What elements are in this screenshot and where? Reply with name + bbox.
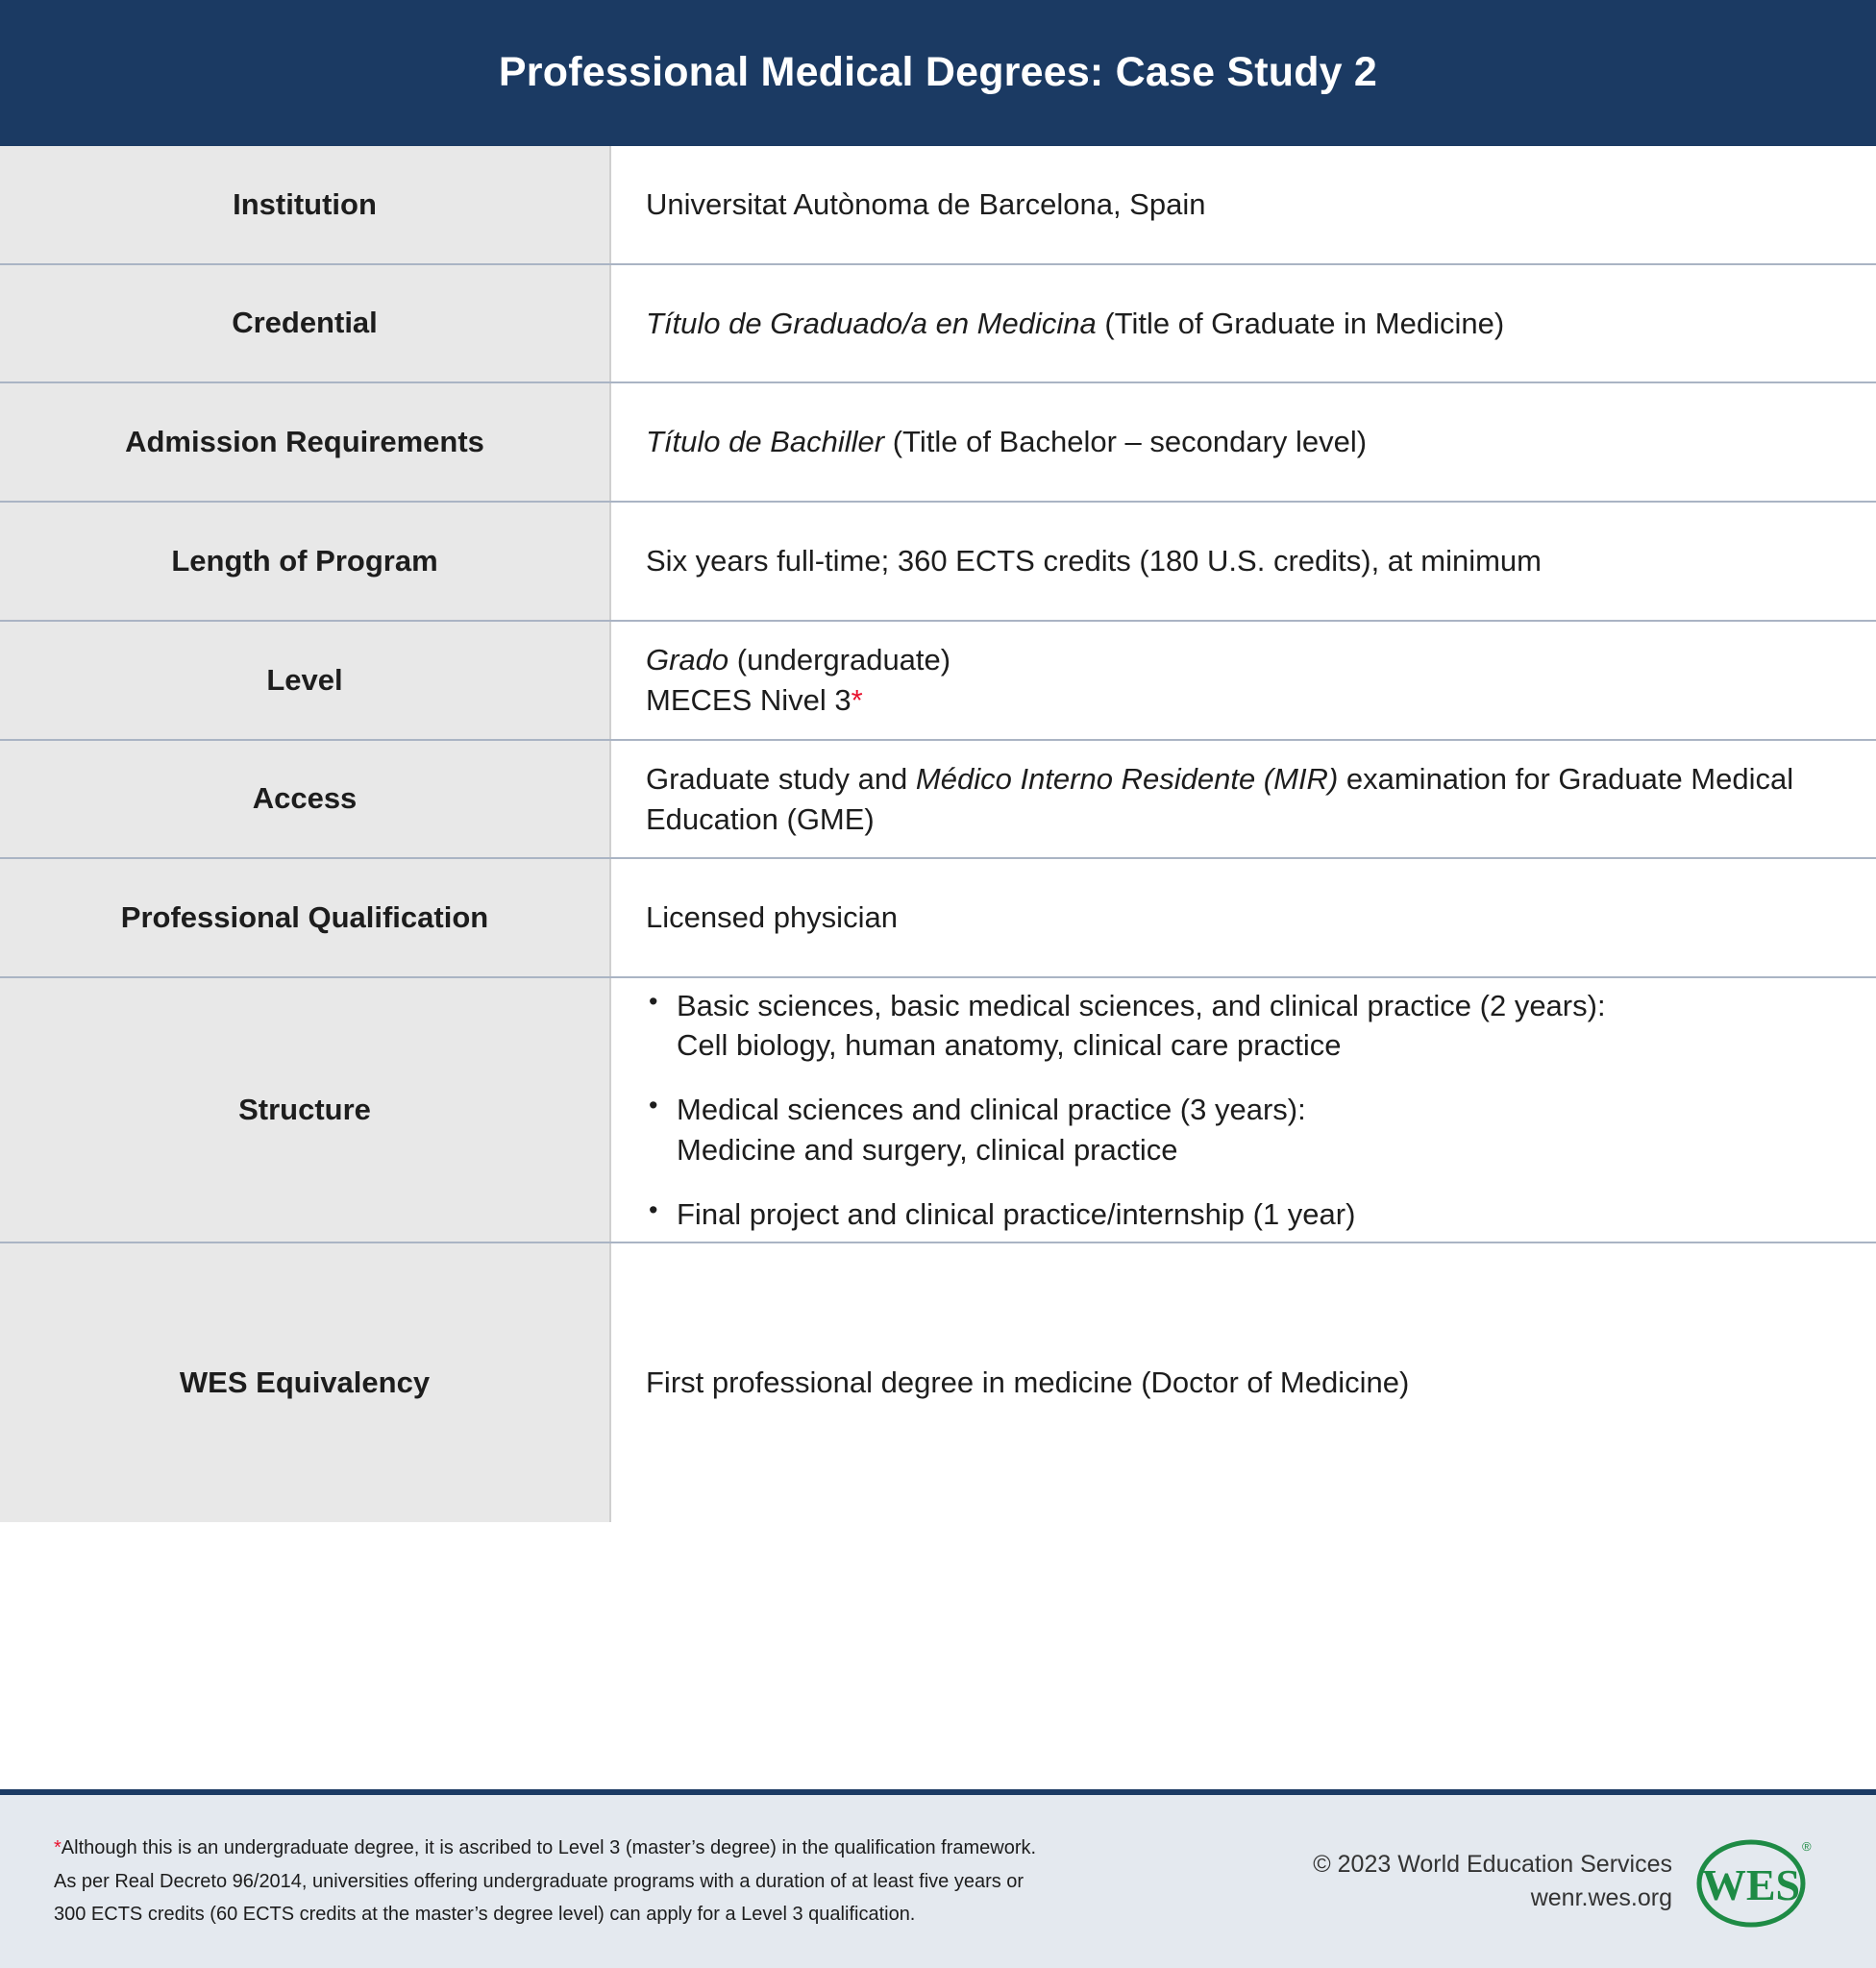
footnote-asterisk-marker: * <box>851 683 863 717</box>
footnote-asterisk: * <box>54 1837 62 1859</box>
footnote-line-2: As per Real Decreto 96/2014, universitie… <box>54 1870 1024 1892</box>
table-row: Structure Basic sciences, basic medical … <box>0 978 1876 1243</box>
label-text: Access <box>252 781 358 816</box>
page-footer: *Although this is an undergraduate degre… <box>0 1795 1876 1968</box>
footnote-line-3: 300 ECTS credits (60 ECTS credits at the… <box>54 1904 916 1926</box>
footnote-line-1: *Although this is an undergraduate degre… <box>54 1832 1130 1864</box>
list-item: Medical sciences and clinical practice (… <box>646 1089 1839 1168</box>
value-text: Título de Graduado/a en Medicina (Title … <box>646 304 1839 344</box>
wes-logo-icon: WES ® <box>1696 1839 1812 1928</box>
meces-level-text: MECES Nivel 3 <box>646 683 852 717</box>
page-header: Professional Medical Degrees: Case Study… <box>0 0 1876 146</box>
svg-text:®: ® <box>1802 1839 1812 1854</box>
table-row: WES Equivalency First professional degre… <box>0 1243 1876 1522</box>
label-text: Structure <box>238 1092 371 1126</box>
row-label-structure: Structure <box>0 978 611 1242</box>
details-table: Institution Universitat Autònoma de Barc… <box>0 146 1876 1522</box>
value-text: Licensed physician <box>646 900 898 935</box>
row-value-length-of-program: Six years full-time; 360 ECTS credits (1… <box>611 503 1876 620</box>
structure-bullet-list: Basic sciences, basic medical sciences, … <box>646 985 1839 1234</box>
value-text: First professional degree in medicine (D… <box>646 1365 1410 1400</box>
row-value-admission-requirements: Título de Bachiller (Title of Bachelor –… <box>611 383 1876 501</box>
copyright-block: © 2023 World Education Services wenr.wes… <box>1313 1848 1672 1915</box>
credential-translation: (Title of Graduate in Medicine) <box>1096 306 1505 340</box>
row-label-access: Access <box>0 741 611 857</box>
label-text: Admission Requirements <box>125 424 484 458</box>
row-value-credential: Título de Graduado/a en Medicina (Title … <box>611 265 1876 381</box>
value-line-2: MECES Nivel 3* <box>646 680 1839 721</box>
value-text: Universitat Autònoma de Barcelona, Spain <box>646 187 1206 222</box>
row-value-institution: Universitat Autònoma de Barcelona, Spain <box>611 146 1876 263</box>
label-text: Institution <box>233 186 377 221</box>
footnote-text: *Although this is an undergraduate degre… <box>54 1832 1130 1931</box>
row-label-level: Level <box>0 622 611 739</box>
label-text: Credential <box>232 306 378 340</box>
row-value-level: Grado (undergraduate) MECES Nivel 3* <box>611 622 1876 739</box>
list-item: Final project and clinical practice/inte… <box>646 1193 1839 1234</box>
page-title: Professional Medical Degrees: Case Study… <box>498 49 1378 96</box>
row-label-credential: Credential <box>0 265 611 381</box>
value-line-1: Grado (undergraduate) <box>646 640 1839 680</box>
copyright-line: © 2023 World Education Services <box>1313 1851 1672 1878</box>
table-row: Access Graduate study and Médico Interno… <box>0 741 1876 859</box>
credential-native-title: Título de Graduado/a en Medicina <box>646 306 1097 340</box>
value-text: Graduate study and Médico Interno Reside… <box>646 759 1839 840</box>
footer-branding: © 2023 World Education Services wenr.wes… <box>1313 1832 1816 1931</box>
row-label-length-of-program: Length of Program <box>0 503 611 620</box>
row-label-professional-qualification: Professional Qualification <box>0 859 611 976</box>
wes-logo: WES ® <box>1693 1832 1816 1931</box>
website-line[interactable]: wenr.wes.org <box>1530 1884 1672 1911</box>
table-row: Admission Requirements Título de Bachill… <box>0 383 1876 503</box>
svg-text:WES: WES <box>1702 1860 1800 1909</box>
access-part-3: examination for Graduate Medical Educati… <box>646 761 1794 836</box>
level-translation: (undergraduate) <box>728 643 951 677</box>
row-value-structure: Basic sciences, basic medical sciences, … <box>611 978 1876 1242</box>
footer-divider <box>0 1789 1876 1795</box>
row-label-wes-equivalency: WES Equivalency <box>0 1243 611 1522</box>
access-part-1: Graduate study and <box>646 761 916 796</box>
table-row: Credential Título de Graduado/a en Medic… <box>0 265 1876 383</box>
value-text: Título de Bachiller (Title of Bachelor –… <box>646 422 1839 462</box>
table-row: Length of Program Six years full-time; 3… <box>0 503 1876 622</box>
access-native-term: Médico Interno Residente (MIR) <box>915 761 1339 796</box>
label-text: Length of Program <box>171 543 438 578</box>
row-label-admission-requirements: Admission Requirements <box>0 383 611 501</box>
row-value-professional-qualification: Licensed physician <box>611 859 1876 976</box>
list-item: Basic sciences, basic medical sciences, … <box>646 985 1839 1065</box>
footnote-line-1-text: Although this is an undergraduate degree… <box>61 1837 1037 1859</box>
label-text: WES Equivalency <box>179 1365 431 1399</box>
row-value-access: Graduate study and Médico Interno Reside… <box>611 741 1876 857</box>
admission-native-title: Título de Bachiller <box>646 425 885 459</box>
value-text: Six years full-time; 360 ECTS credits (1… <box>646 544 1542 578</box>
row-label-institution: Institution <box>0 146 611 263</box>
row-value-wes-equivalency: First professional degree in medicine (D… <box>611 1243 1876 1522</box>
label-text: Professional Qualification <box>120 899 489 934</box>
label-text: Level <box>266 662 343 697</box>
table-row: Level Grado (undergraduate) MECES Nivel … <box>0 622 1876 741</box>
level-native-term: Grado <box>646 643 729 677</box>
admission-translation: (Title of Bachelor – secondary level) <box>884 425 1368 459</box>
table-row: Institution Universitat Autònoma de Barc… <box>0 146 1876 265</box>
table-row: Professional Qualification Licensed phys… <box>0 859 1876 978</box>
